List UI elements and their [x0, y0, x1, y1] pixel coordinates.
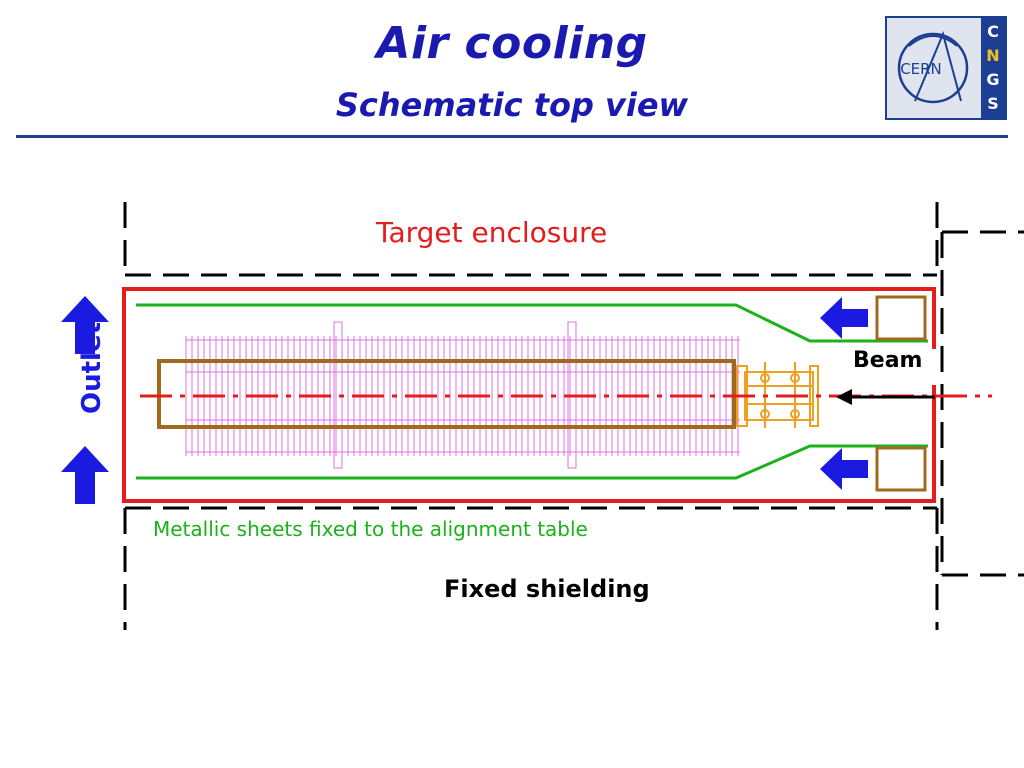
inlet-square-top: [875, 295, 927, 341]
beam-arrow: [836, 389, 935, 405]
target-enclosure-box: [122, 287, 936, 503]
logo-letter-s: S: [987, 94, 999, 113]
beam-label: Beam: [853, 348, 923, 373]
logo-cern-text: CERN: [900, 60, 942, 78]
cern-cngs-logo: CERN C N G S: [885, 16, 1007, 120]
logo-letter-g: G: [986, 70, 999, 89]
fixed-shielding-label: Fixed shielding: [444, 575, 650, 603]
slide-subtitle: Schematic top view: [335, 86, 689, 124]
title-divider: [16, 135, 1008, 138]
target-enclosure-label: Target enclosure: [376, 216, 608, 249]
logo-letter-c: C: [987, 22, 999, 41]
outlet-arrow-bottom: [61, 446, 109, 504]
slide-title: Air cooling: [376, 18, 648, 69]
logo-letter-n: N: [986, 46, 999, 65]
dashed-walls: [123, 202, 1024, 630]
target-box: [157, 359, 736, 429]
beam-opening: [928, 349, 940, 385]
metallic-sheet-top: [136, 303, 928, 343]
metallic-sheets-label: Metallic sheets fixed to the alignment t…: [153, 517, 588, 541]
outlet-label: Outlet: [77, 321, 107, 414]
inlet-arrow-bottom: [820, 448, 868, 490]
outlet-arrow-top: [61, 296, 109, 354]
inlet-arrow-top: [820, 297, 868, 339]
metallic-sheet-bottom: [136, 444, 928, 480]
inlet-square-bottom: [875, 446, 927, 492]
